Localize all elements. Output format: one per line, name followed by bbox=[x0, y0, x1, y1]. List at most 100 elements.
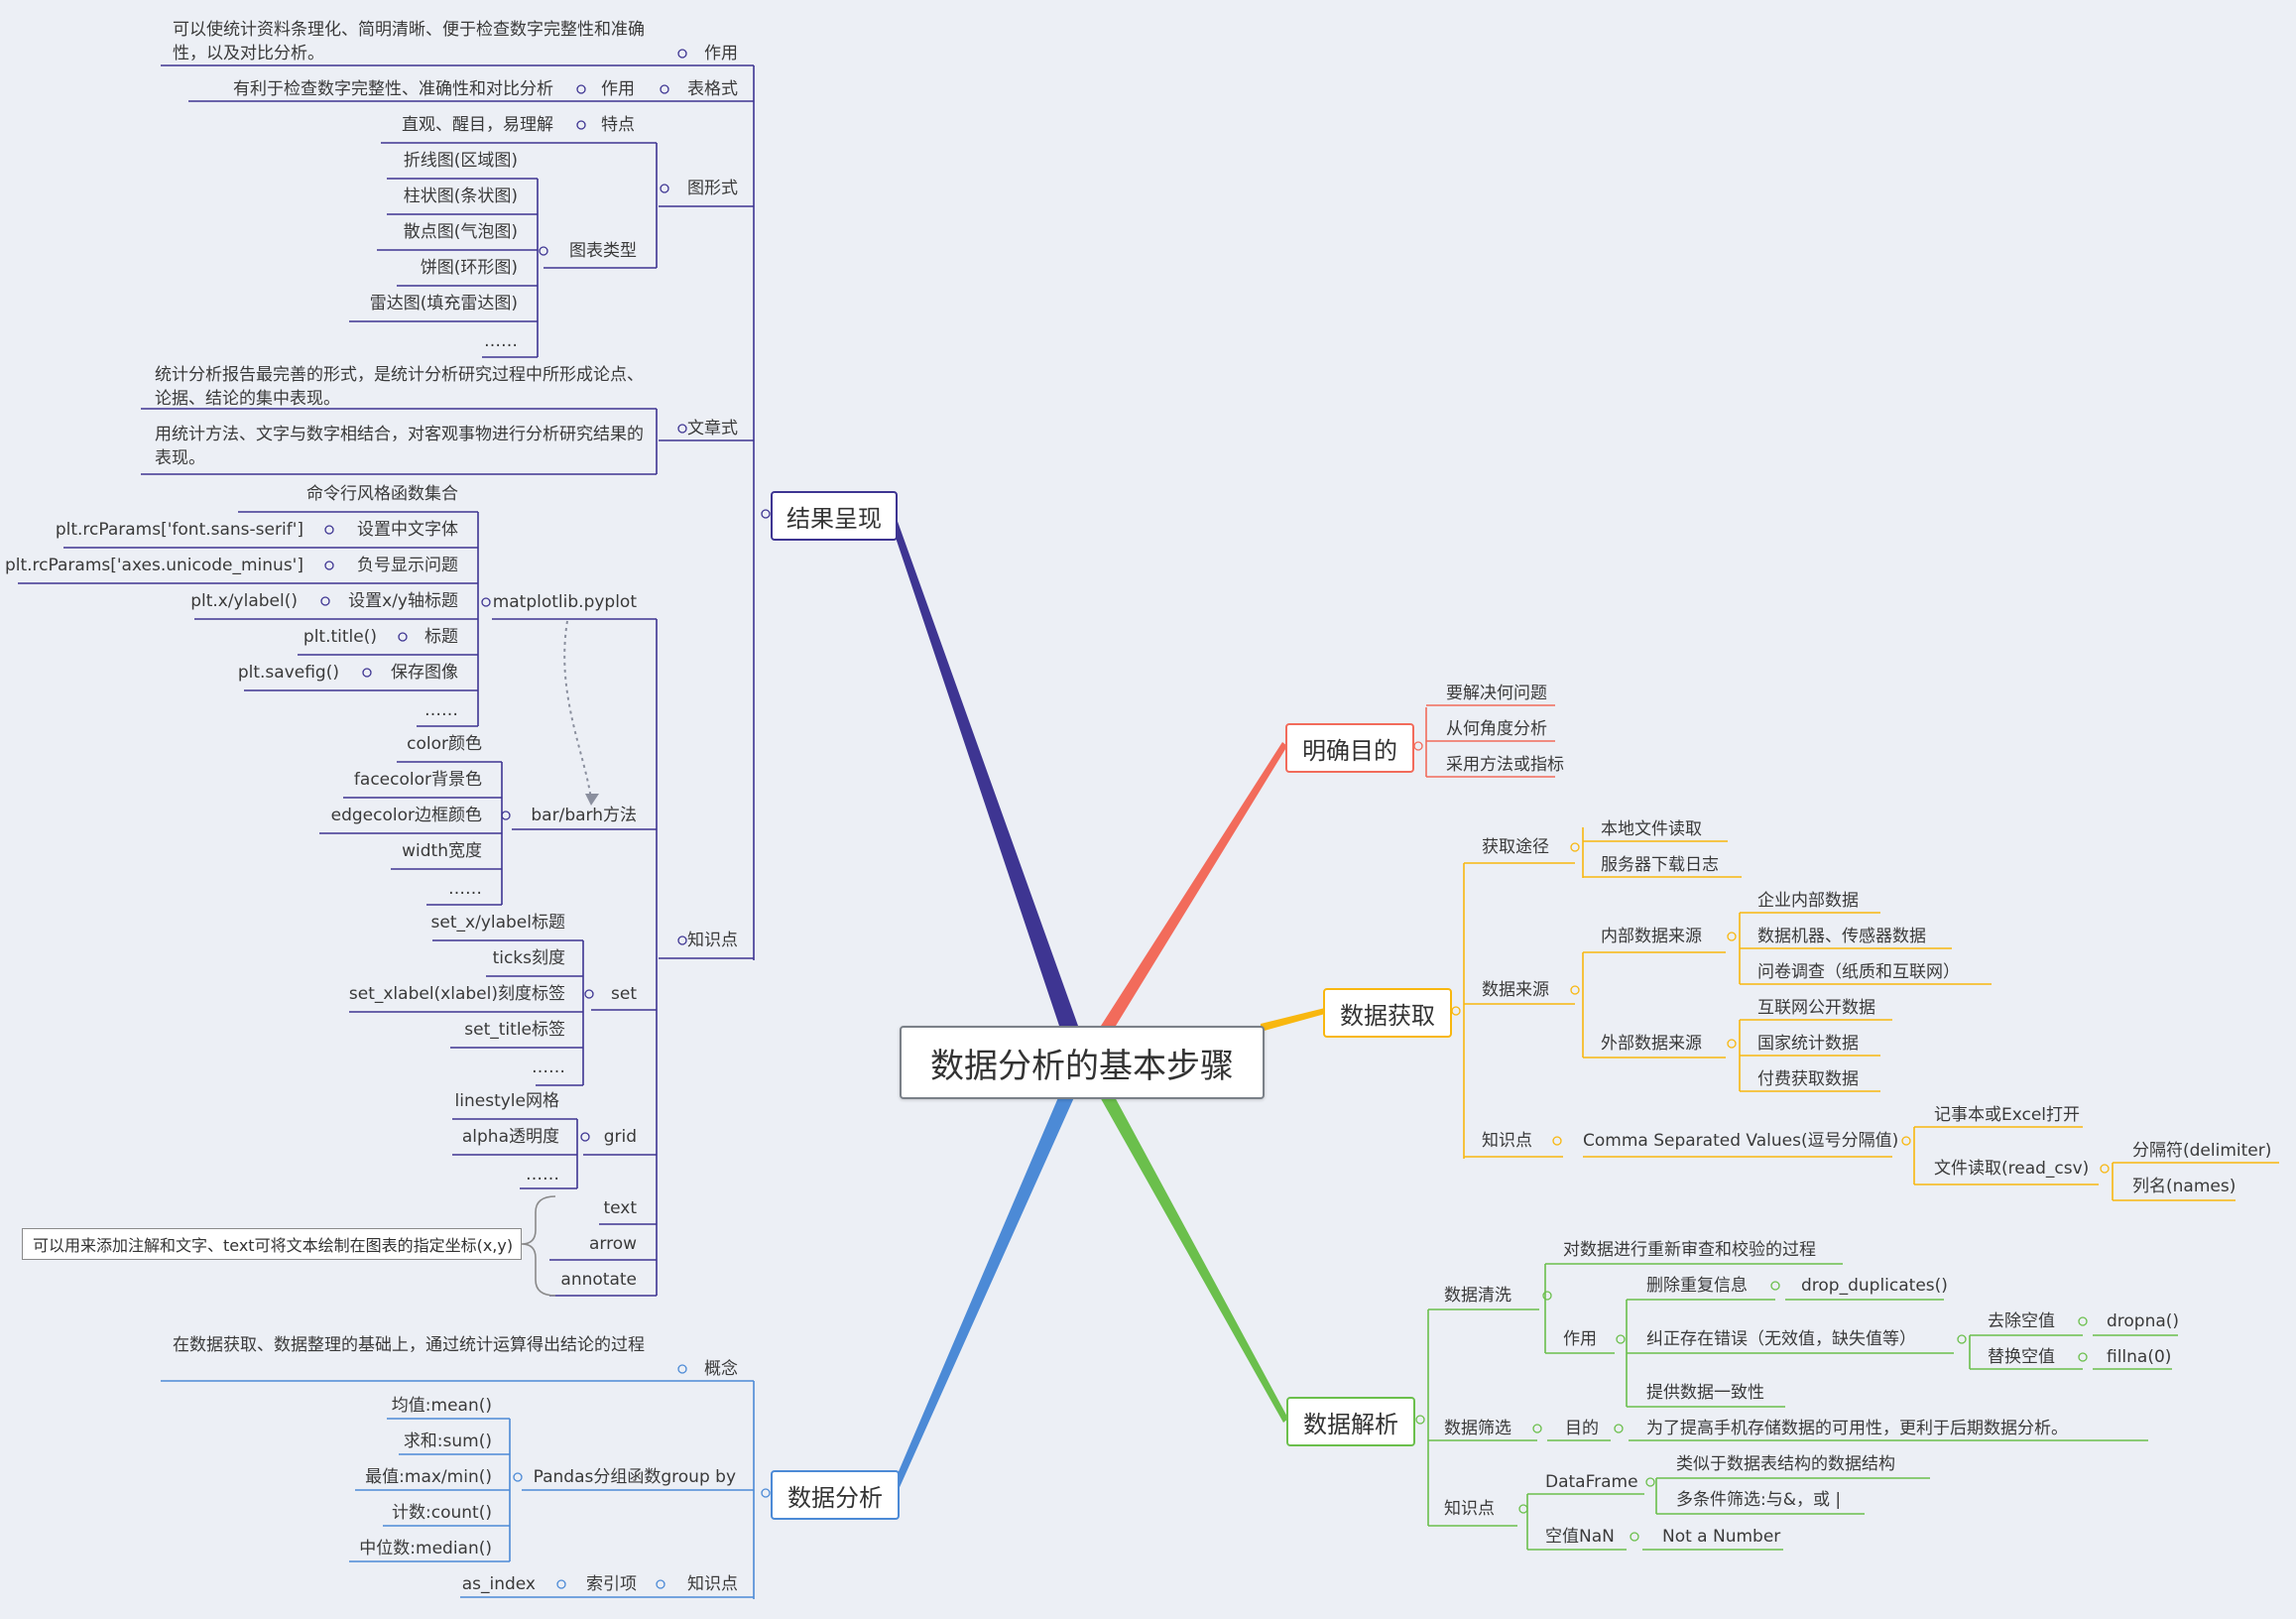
analysis-knowledge: 知识点 bbox=[687, 1574, 738, 1594]
parse-fill-fn: fillna(0) bbox=[2107, 1347, 2172, 1367]
pyplot-row-value: plt.savefig() bbox=[237, 663, 339, 683]
pyplot-desc: 命令行风格函数集合 bbox=[306, 484, 458, 504]
main-branch bbox=[1099, 1095, 1288, 1423]
collapse-icon bbox=[1957, 1334, 1967, 1344]
topic-acquire[interactable]: 数据获取 bbox=[1323, 988, 1452, 1038]
pyplot-label: matplotlib.pyplot bbox=[492, 592, 637, 612]
collapse-icon bbox=[324, 560, 334, 570]
topic-goal[interactable]: 明确目的 bbox=[1285, 723, 1414, 773]
analysis-groupby-item: 中位数:median() bbox=[359, 1539, 492, 1558]
collapse-icon bbox=[539, 246, 548, 256]
collapse-icon bbox=[1451, 1006, 1461, 1016]
annotation-brace bbox=[521, 1195, 556, 1297]
acquire-csv: Comma Separated Values(逗号分隔值) bbox=[1583, 1131, 1899, 1151]
acquire-read: 文件读取(read_csv) bbox=[1934, 1159, 2090, 1179]
table-label: 表格式 bbox=[687, 79, 738, 99]
collapse-icon bbox=[677, 49, 687, 59]
collapse-icon bbox=[398, 632, 408, 642]
set-item: set_xlabel(xlabel)刻度标签 bbox=[348, 984, 565, 1004]
topic-analysis[interactable]: 数据分析 bbox=[771, 1470, 900, 1520]
collapse-icon bbox=[584, 989, 594, 999]
collapse-icon bbox=[1727, 932, 1737, 941]
collapse-icon bbox=[1614, 1424, 1624, 1433]
central-topic[interactable]: 数据分析的基本步骤 bbox=[900, 1026, 1265, 1099]
grid-item: linestyle网格 bbox=[454, 1091, 559, 1111]
collapse-icon bbox=[1532, 1424, 1542, 1433]
figure-feature-label: 特点 bbox=[601, 115, 635, 135]
collapse-icon bbox=[677, 1364, 687, 1374]
set-item: …… bbox=[532, 1058, 565, 1077]
bar-item: …… bbox=[448, 879, 482, 899]
acquire-internal-item: 企业内部数据 bbox=[1757, 891, 1859, 911]
pyplot-row-value: plt.title() bbox=[302, 627, 377, 647]
collapse-icon bbox=[576, 120, 586, 130]
table-use-label: 作用 bbox=[704, 44, 738, 63]
figure-type: 饼图(环形图) bbox=[420, 258, 518, 278]
collapse-icon bbox=[320, 596, 330, 606]
set-label: set bbox=[611, 984, 637, 1004]
collapse-icon bbox=[1727, 1039, 1737, 1049]
acquire-external-item: 国家统计数据 bbox=[1757, 1034, 1859, 1054]
figure-type: 雷达图(填充雷达图) bbox=[369, 294, 518, 313]
parse-drop: 去除空值 bbox=[1988, 1311, 2055, 1331]
acquire-path: 获取途径 bbox=[1482, 837, 1549, 857]
anno-item: text bbox=[603, 1198, 637, 1218]
pyplot-row-value: plt.rcParams['axes.unicode_minus'] bbox=[4, 556, 303, 575]
pyplot-row-value: plt.rcParams['font.sans-serif'] bbox=[55, 520, 303, 540]
acquire-open: 记事本或Excel打开 bbox=[1934, 1105, 2081, 1125]
anno-item: annotate bbox=[560, 1270, 637, 1290]
goal-item: 采用方法或指标 bbox=[1446, 755, 1564, 775]
analysis-concept: 概念 bbox=[704, 1359, 738, 1379]
collapse-icon bbox=[1570, 842, 1580, 852]
collapse-icon bbox=[2078, 1316, 2088, 1326]
grid-item: alpha透明度 bbox=[461, 1127, 559, 1147]
collapse-icon bbox=[1616, 1334, 1626, 1344]
anno-item: arrow bbox=[588, 1234, 637, 1254]
acquire-internal-item: 数据机器、传感器数据 bbox=[1757, 927, 1926, 946]
relationship-line bbox=[563, 620, 592, 801]
analysis-index-label: 索引项 bbox=[586, 1574, 637, 1594]
topic-result[interactable]: 结果呈现 bbox=[771, 491, 898, 541]
bar-item: color颜色 bbox=[407, 734, 482, 754]
pyplot-row-label: 标题 bbox=[424, 627, 458, 647]
analysis-groupby-item: 最值:max/min() bbox=[365, 1467, 492, 1487]
grid-item: …… bbox=[526, 1165, 559, 1184]
grid-label: grid bbox=[603, 1127, 637, 1147]
annotation-note: 可以用来添加注解和文字、text可将文本绘制在图表的指定坐标(x,y) bbox=[22, 1228, 522, 1260]
figure-type: …… bbox=[484, 331, 518, 351]
topic-parse[interactable]: 数据解析 bbox=[1286, 1397, 1415, 1446]
acquire-path-item: 本地文件读取 bbox=[1601, 819, 1702, 839]
collapse-icon bbox=[580, 1132, 590, 1142]
parse-nan-text: Not a Number bbox=[1662, 1527, 1781, 1547]
result-knowledge: 知识点 bbox=[687, 931, 738, 950]
figure-type: 柱状图(条状图) bbox=[403, 187, 518, 206]
main-branch bbox=[1101, 742, 1287, 1026]
parse-filter-text: 为了提高手机存储数据的可用性，更利于后期数据分析。 bbox=[1646, 1419, 2068, 1438]
figure-label: 图形式 bbox=[687, 179, 738, 198]
collapse-icon bbox=[660, 84, 669, 94]
collapse-icon bbox=[324, 525, 334, 535]
collapse-icon bbox=[576, 84, 586, 94]
collapse-icon bbox=[2078, 1352, 2088, 1362]
collapse-icon bbox=[481, 597, 491, 607]
set-item: ticks刻度 bbox=[492, 948, 565, 968]
acquire-knowledge: 知识点 bbox=[1482, 1131, 1532, 1151]
acquire-internal: 内部数据来源 bbox=[1601, 927, 1702, 946]
acquire-read-item: 列名(names) bbox=[2132, 1177, 2236, 1196]
table-use-text: 可以使统计资料条理化、简明清晰、便于检查数字完整性和准确性，以及对比分析。 bbox=[173, 20, 645, 63]
main-branch bbox=[891, 1095, 1075, 1494]
figure-feature-text: 直观、醒目，易理解 bbox=[402, 115, 553, 135]
analysis-groupby-item: 计数:count() bbox=[392, 1503, 492, 1523]
collapse-icon bbox=[761, 509, 771, 519]
collapse-icon bbox=[556, 1579, 566, 1589]
collapse-icon bbox=[1630, 1532, 1639, 1542]
parse-drop-fn: dropna() bbox=[2107, 1311, 2180, 1331]
collapse-icon bbox=[1518, 1504, 1528, 1514]
arrow-icon bbox=[585, 794, 599, 806]
parse-knowledge: 知识点 bbox=[1444, 1499, 1495, 1519]
parse-fill: 替换空值 bbox=[1988, 1347, 2055, 1367]
pyplot-row-label: 保存图像 bbox=[391, 663, 458, 683]
set-item: set_x/ylabel标题 bbox=[430, 913, 565, 933]
collapse-icon bbox=[761, 1488, 771, 1498]
analysis-index-value: as_index bbox=[461, 1574, 536, 1594]
